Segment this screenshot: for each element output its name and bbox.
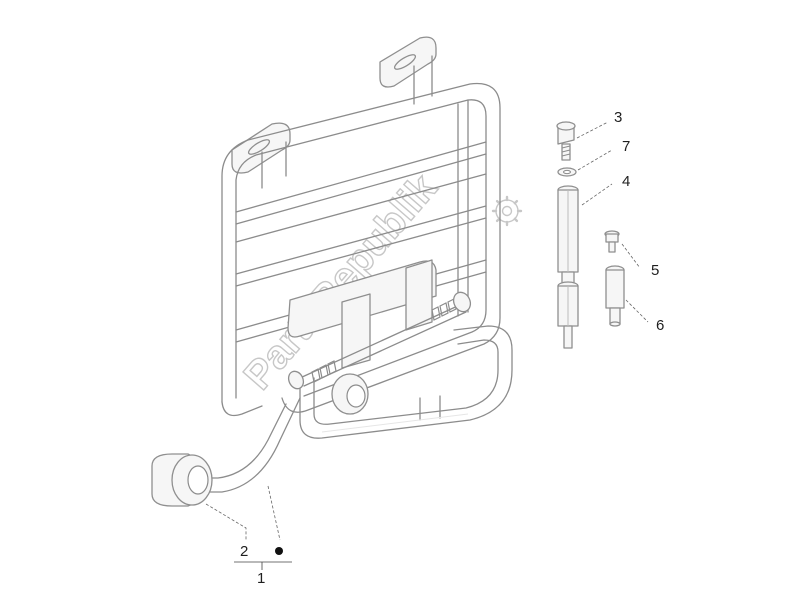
- callout-labels: 3 7 4 5 6 2 1: [240, 109, 664, 587]
- callout-2: 2: [240, 543, 248, 560]
- small-screw: [604, 230, 620, 253]
- rack-lower-loop: [299, 325, 513, 439]
- spacer-stud: [557, 185, 579, 349]
- rack-frame-inner: [235, 99, 487, 399]
- callout-5: 5: [651, 262, 659, 279]
- rubber-buffer: [151, 453, 213, 507]
- assembly-marker-dot: [275, 547, 283, 555]
- screw: [556, 121, 576, 161]
- callout-1: 1: [257, 570, 265, 587]
- callout-4: 4: [622, 173, 630, 190]
- rack-front-tube: [209, 397, 301, 493]
- rack-bush: [331, 373, 369, 415]
- washer: [557, 167, 577, 177]
- rack-center-plate: [287, 259, 437, 369]
- luggage-rack: [207, 36, 513, 493]
- leader-lines: [205, 121, 649, 570]
- callout-7: 7: [622, 138, 630, 155]
- callout-3: 3: [614, 109, 622, 126]
- small-spacer: [605, 265, 625, 327]
- gear-icon: [491, 195, 523, 227]
- callout-6: 6: [656, 317, 664, 334]
- rack-through-rod: [287, 291, 472, 390]
- rack-mount-bracket-left: [231, 122, 291, 189]
- rack-mount-bracket-right: [379, 36, 437, 105]
